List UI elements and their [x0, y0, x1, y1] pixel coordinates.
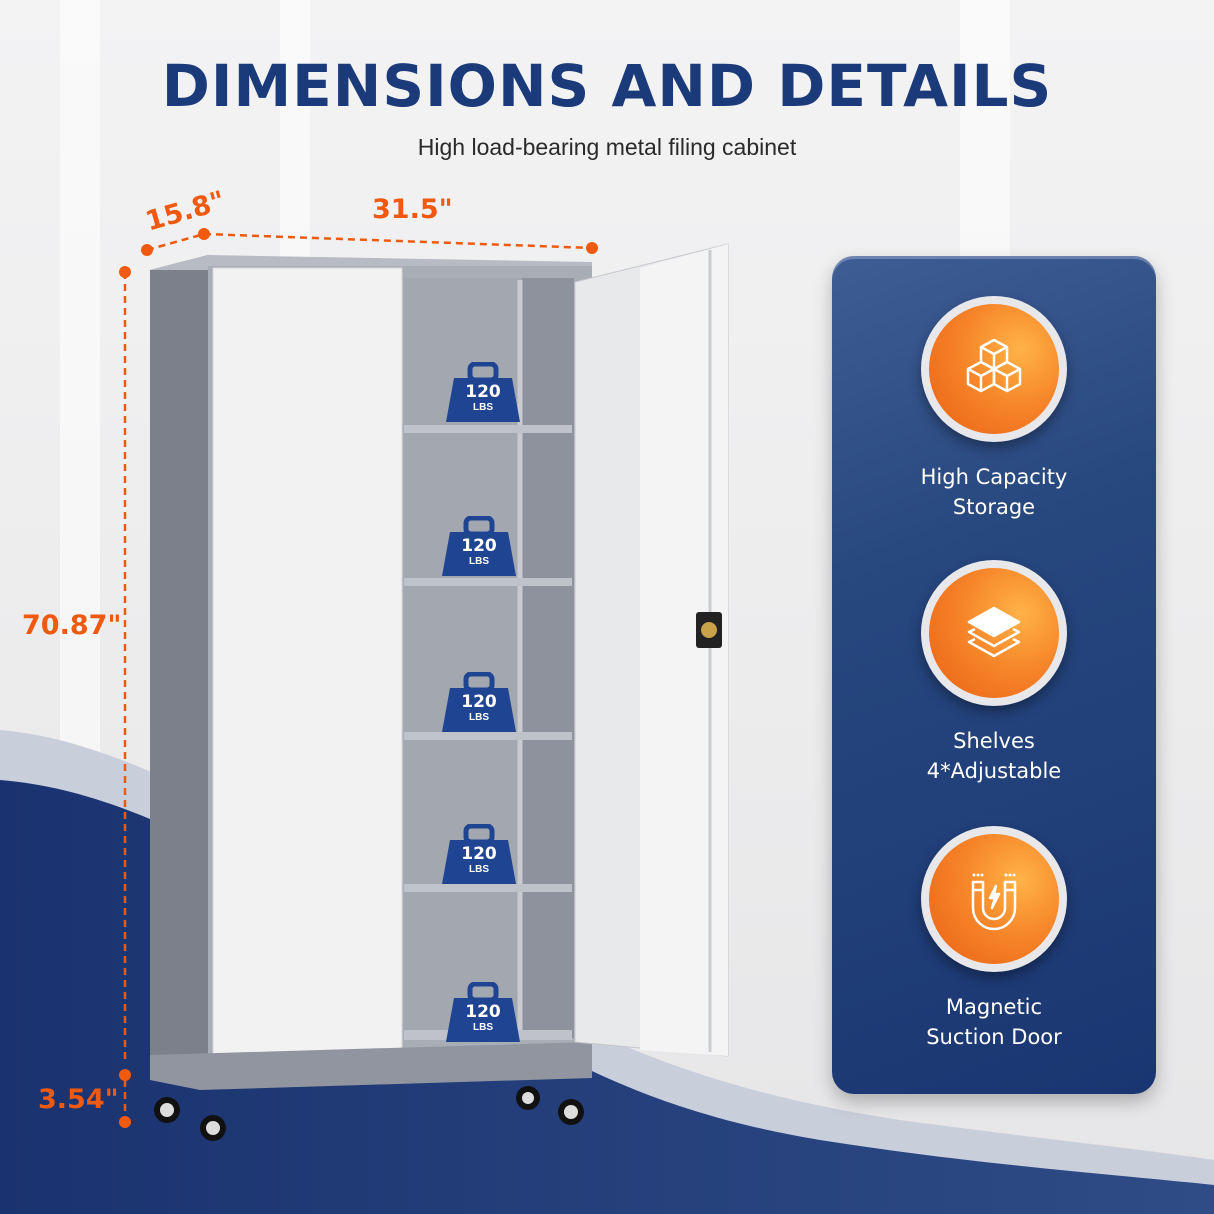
layers-icon	[967, 606, 1021, 658]
shelf-load-badge: 120 LBS	[444, 361, 522, 424]
feature-adjustable-shelves: Shelves 4*Adjustable	[832, 560, 1156, 786]
feature-label-line1: Shelves	[953, 729, 1035, 753]
features-card: High Capacity Storage Shelves 4*Adjustab…	[832, 256, 1156, 1094]
page-title: DIMENSIONS AND DETAILS	[161, 52, 1053, 120]
caster-height-dimension: 3.54"	[38, 1084, 119, 1115]
height-dimension: 70.87"	[22, 610, 122, 641]
cabinet-illustration	[150, 243, 729, 1141]
feature-label-line1: Magnetic	[945, 995, 1043, 1019]
dimension-lines	[119, 228, 598, 1128]
feature-high-capacity: High Capacity Storage	[832, 296, 1156, 522]
weight-icon	[446, 981, 520, 1042]
shelf-load-badge: 120 LBS	[440, 823, 518, 886]
magnet-icon	[971, 873, 1017, 931]
feature-label-line2: Suction Door	[926, 1025, 1062, 1049]
feature-label-line1: High Capacity	[920, 465, 1068, 489]
page-subtitle: High load-bearing metal filing cabinet	[417, 134, 797, 160]
weight-icon	[442, 823, 516, 884]
background-stripe	[60, 0, 100, 760]
feature-label-line2: Storage	[952, 495, 1036, 519]
shelf-load-badge: 120 LBS	[444, 981, 522, 1044]
cubes-icon	[966, 338, 1022, 393]
feature-magnetic-door: Magnetic Suction Door	[832, 826, 1156, 1052]
width-dimension: 31.5"	[372, 194, 453, 225]
weight-icon	[442, 515, 516, 576]
shelf-load-badge: 120 LBS	[440, 671, 518, 734]
shelf-load-badge: 120 LBS	[440, 515, 518, 578]
weight-icon	[442, 671, 516, 732]
weight-icon	[446, 361, 520, 422]
feature-label-line2: 4*Adjustable	[926, 759, 1062, 783]
